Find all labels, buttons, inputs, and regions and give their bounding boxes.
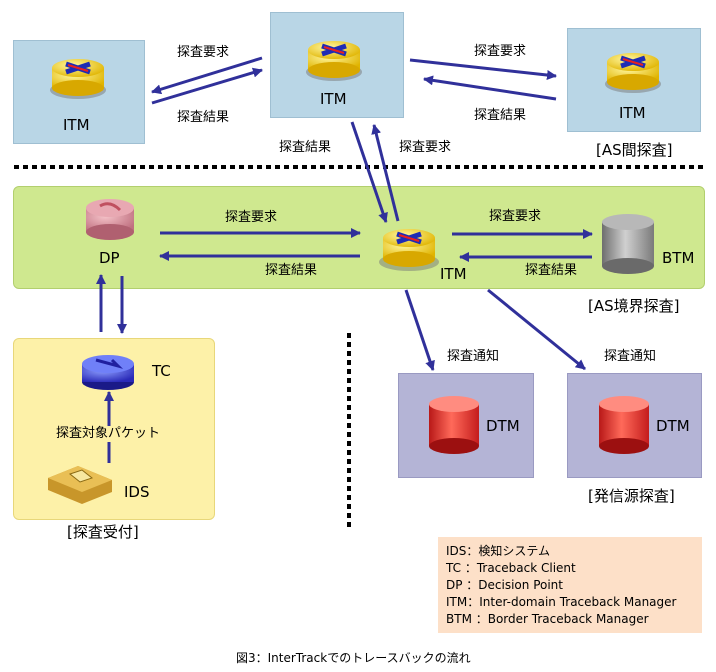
legend-list: IDS：検知システム TC ：Traceback Client DP ：Deci… [446, 543, 676, 628]
legend-item-ids: IDS：検知システム [446, 544, 551, 558]
legend-item-btm: BTM ：Border Traceback Manager [446, 612, 649, 626]
label-res-left: 探査結果 [177, 110, 230, 125]
itm-icon-border [379, 229, 439, 271]
itm-right-label: ITM [619, 104, 646, 122]
arrow-req-right [409, 58, 557, 80]
label-res-down: 探査結果 [279, 140, 332, 155]
region-as-border: [AS境界探査] [588, 297, 680, 315]
ids-label: IDS [124, 483, 150, 501]
label-notify-1: 探査通知 [447, 349, 500, 364]
arrow-res-left [151, 67, 263, 105]
tc-icon [82, 355, 134, 390]
label-packet: 探査対象パケット [56, 426, 161, 442]
itm-border-label: ITM [440, 265, 467, 283]
legend-box [438, 537, 702, 633]
label-res-dp: 探査結果 [265, 263, 318, 278]
tc-label: TC [152, 362, 171, 380]
dtm-icon-2 [599, 396, 649, 454]
dtm-2-label: DTM [656, 417, 690, 435]
label-req-right: 探査要求 [474, 44, 527, 59]
dtm-icon-1 [429, 396, 479, 454]
arrow-res-right [423, 75, 557, 101]
legend-item-tc: TC ：Traceback Client [446, 561, 576, 575]
arrow-notify-1 [404, 289, 435, 371]
legend-item-itm: ITM：Inter-domain Traceback Manager [446, 595, 677, 609]
itm-icon-right [605, 53, 661, 93]
arrow-res-down [350, 121, 388, 223]
btm-icon [602, 214, 654, 274]
itm-icon-left [50, 59, 106, 99]
legend-item-dp: DP ：Decision Point [446, 578, 563, 592]
label-res-btm: 探査結果 [525, 263, 578, 278]
dtm-1-label: DTM [486, 417, 520, 435]
label-req-btm: 探査要求 [489, 209, 542, 224]
label-req-left: 探査要求 [177, 45, 230, 60]
figure-caption: 図3：InterTrackでのトレースバックの流れ [236, 651, 471, 665]
label-req-dp: 探査要求 [225, 210, 278, 225]
itm-left-label: ITM [63, 116, 90, 134]
region-source: [発信源探査] [588, 487, 675, 505]
label-notify-2: 探査通知 [604, 349, 657, 364]
region-inter-as: [AS間探査] [596, 141, 673, 159]
arrow-req-up [371, 124, 400, 222]
dp-icon [86, 199, 134, 240]
region-accept: [探査受付] [67, 523, 139, 541]
arrow-req-left [151, 56, 263, 95]
itm-center-label: ITM [320, 90, 347, 108]
label-res-right: 探査結果 [474, 108, 527, 123]
itm-icon-center [306, 41, 362, 81]
ids-icon [48, 466, 112, 504]
dp-label: DP [99, 249, 120, 267]
arrow-notify-2 [487, 288, 586, 371]
btm-label: BTM [662, 249, 695, 267]
label-req-up: 探査要求 [399, 140, 452, 155]
